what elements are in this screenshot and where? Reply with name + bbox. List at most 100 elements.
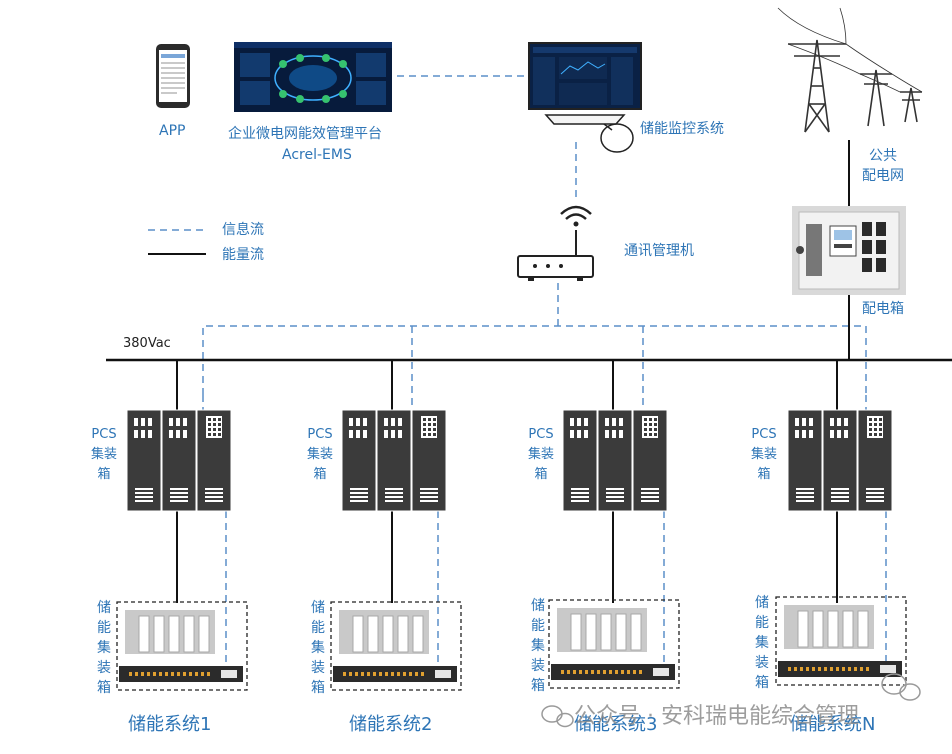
grille-slot bbox=[135, 492, 153, 494]
battery-module bbox=[615, 613, 627, 651]
pdu-port bbox=[627, 670, 630, 674]
grille-slot bbox=[796, 500, 814, 502]
pcs-container-label: PCS集装箱 bbox=[527, 427, 554, 482]
grille-slot bbox=[606, 496, 624, 498]
vent-slot bbox=[398, 430, 402, 438]
vent-slot bbox=[577, 418, 581, 426]
vent-slot bbox=[398, 418, 402, 426]
pdu-port bbox=[135, 672, 138, 676]
vent-slot bbox=[391, 418, 395, 426]
panel-button bbox=[874, 423, 877, 426]
pdu-port bbox=[836, 667, 839, 671]
control-panel bbox=[642, 416, 658, 438]
vent-slot bbox=[844, 430, 848, 438]
grille-slot bbox=[641, 492, 659, 494]
pdu-port bbox=[615, 670, 618, 674]
panel-button bbox=[208, 423, 211, 426]
pdu-port bbox=[585, 670, 588, 674]
battery-module bbox=[382, 615, 394, 653]
vent-slot bbox=[577, 430, 581, 438]
distribution-box-icon bbox=[792, 206, 906, 295]
panel-button bbox=[874, 433, 877, 436]
panel-button bbox=[654, 433, 657, 436]
panel-button bbox=[428, 423, 431, 426]
panel-button bbox=[879, 433, 882, 436]
grille-slot bbox=[866, 496, 884, 498]
panel-button bbox=[649, 433, 652, 436]
legend-info-flow-label: 信息流 bbox=[222, 222, 264, 238]
storage-system-label: 储能系统1 bbox=[128, 714, 212, 735]
grille-slot bbox=[135, 488, 153, 490]
router-icon bbox=[517, 205, 594, 281]
pdu-port bbox=[147, 672, 150, 676]
grille-slot bbox=[796, 488, 814, 490]
battery-container-outline bbox=[330, 601, 462, 691]
vent-slot bbox=[809, 418, 813, 426]
pdu-port bbox=[788, 667, 791, 671]
storage-system-label: 储能系统2 bbox=[349, 714, 433, 735]
panel-button bbox=[218, 418, 221, 421]
grille-slot bbox=[170, 492, 188, 494]
pdu-port bbox=[397, 672, 400, 676]
panel-button bbox=[423, 433, 426, 436]
vent-slot bbox=[584, 418, 588, 426]
vent-slot bbox=[384, 430, 388, 438]
battery-pdu-strip bbox=[551, 664, 675, 680]
vent-slot bbox=[391, 430, 395, 438]
pdu-display bbox=[221, 670, 237, 678]
vent-slot bbox=[176, 418, 180, 426]
storage-system-3 bbox=[548, 360, 680, 689]
distribution-box-label: 配电箱 bbox=[862, 301, 904, 317]
info-flow-lines bbox=[202, 75, 867, 410]
vent-slot bbox=[176, 430, 180, 438]
pcs-container-label: PCS集装箱 bbox=[750, 427, 777, 482]
vent-slot bbox=[570, 418, 574, 426]
battery-container-outline bbox=[116, 601, 248, 691]
grille-slot bbox=[205, 488, 223, 490]
storage-container-label: 储能集装箱 bbox=[311, 600, 325, 696]
vent-slot bbox=[584, 430, 588, 438]
panel-button bbox=[213, 433, 216, 436]
pdu-port bbox=[207, 672, 210, 676]
pdu-port bbox=[129, 672, 132, 676]
panel-button bbox=[428, 433, 431, 436]
storage-container-label: 储能集装箱 bbox=[531, 598, 545, 694]
panel-button bbox=[649, 418, 652, 421]
pdu-port bbox=[573, 670, 576, 674]
vent-slot bbox=[141, 430, 145, 438]
grille-slot bbox=[641, 496, 659, 498]
panel-button bbox=[869, 433, 872, 436]
panel-button bbox=[433, 418, 436, 421]
panel-button bbox=[423, 418, 426, 421]
ems-platform-label: 企业微电网能效管理平台 bbox=[228, 126, 382, 142]
panel-button bbox=[644, 418, 647, 421]
vent-slot bbox=[363, 430, 367, 438]
pdu-port bbox=[183, 672, 186, 676]
grille-slot bbox=[571, 488, 589, 490]
pdu-port bbox=[349, 672, 352, 676]
vent-slot bbox=[612, 418, 616, 426]
grille-slot bbox=[606, 488, 624, 490]
battery-pdu-strip bbox=[119, 666, 243, 682]
cabinet-bay bbox=[562, 409, 598, 512]
battery-module bbox=[797, 610, 809, 648]
vent-slot bbox=[183, 430, 187, 438]
battery-module bbox=[397, 615, 409, 653]
grille-slot bbox=[796, 492, 814, 494]
comm-manager-label: 通讯管理机 bbox=[624, 243, 694, 259]
pdu-port bbox=[603, 670, 606, 674]
battery-container-icon bbox=[330, 601, 462, 691]
vent-slot bbox=[363, 418, 367, 426]
wechat-icon bbox=[541, 673, 921, 728]
pdu-display bbox=[435, 670, 451, 678]
pdu-port bbox=[367, 672, 370, 676]
pdu-port bbox=[195, 672, 198, 676]
vent-slot bbox=[619, 430, 623, 438]
grille-slot bbox=[571, 492, 589, 494]
pdu-port bbox=[385, 672, 388, 676]
panel-button bbox=[869, 423, 872, 426]
public-grid-label-2: 配电网 bbox=[862, 168, 904, 184]
pdu-port bbox=[830, 667, 833, 671]
cabinet-bay bbox=[341, 409, 377, 512]
